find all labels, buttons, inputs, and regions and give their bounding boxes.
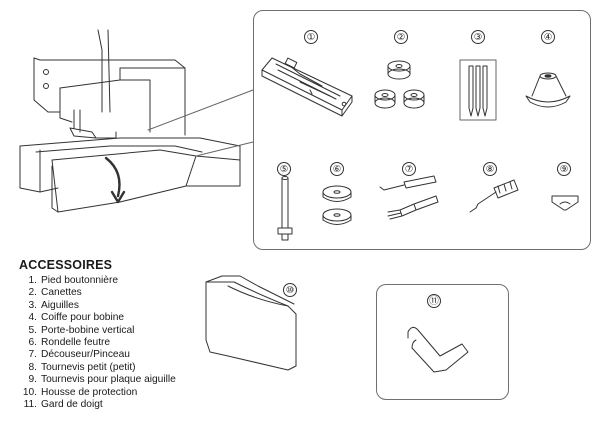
badge-5: ⑤ (277, 162, 291, 176)
list-item: 2.Canettes (19, 287, 176, 299)
spool-pin-drawing (277, 176, 293, 241)
list-item: 10. Housse de protection (19, 387, 176, 399)
spool-cap-drawing (525, 72, 571, 108)
badge-2: ② (394, 30, 408, 44)
list-item: 7.Découseur/Pinceau (19, 349, 176, 361)
item-label: Tournevis pour plaque aiguille (41, 374, 176, 386)
list-item: 4.Coiffe pour bobine (19, 312, 176, 324)
badge-9: ⑨ (557, 162, 571, 176)
item-label: Découseur/Pinceau (41, 349, 130, 361)
item-label: Aiguilles (41, 299, 79, 311)
finger-guard-drawing (407, 326, 469, 373)
list-item: 9.Tournevis pour plaque aiguille (19, 374, 176, 386)
list-item: 5.Porte-bobine vertical (19, 325, 176, 337)
item-label: Pied boutonnière (41, 275, 119, 286)
buttonhole-foot-drawing (261, 57, 353, 117)
felt-washers-drawing (322, 185, 352, 225)
item-label: Gard de doigt (41, 399, 103, 411)
sewing-machine-drawing (19, 29, 254, 213)
badge-7: ⑦ (402, 162, 416, 176)
dust-cover-drawing (205, 275, 297, 371)
needles-drawing (459, 59, 497, 121)
bobbins-drawing (374, 60, 425, 109)
item-label: Porte-bobine vertical (41, 324, 135, 336)
item-number: 2. (28, 287, 38, 299)
list-item: 1.Pied boutonnière (19, 275, 176, 287)
item-number: 9. (28, 374, 38, 386)
item-label: Rondelle feutre (41, 337, 111, 349)
accessories-list: 1.Pied boutonnière 2.Canettes 3.Aiguille… (19, 275, 176, 411)
item-number: 3. (28, 299, 38, 311)
small-screwdriver-drawing (469, 179, 519, 213)
seam-ripper-brush-drawing (379, 175, 439, 220)
item-number: 7. (28, 349, 38, 361)
section-title: ACCESSOIRES (19, 258, 113, 272)
item-number: 11. (23, 399, 37, 411)
badge-3: ③ (471, 30, 485, 44)
list-item: 6.Rondelle feutre (19, 337, 176, 349)
list-item: 11. Gard de doigt (19, 399, 176, 411)
item-label: Canettes (41, 287, 82, 299)
item-number: 4. (28, 312, 38, 324)
list-item: 8.Tournevis petit (petit) (19, 362, 176, 374)
badge-1: ① (304, 30, 318, 44)
item-number: 8. (28, 361, 38, 373)
item-number: 1. (28, 275, 38, 286)
badge-6: ⑥ (330, 162, 344, 176)
accessories-panel-frame (253, 10, 591, 250)
badge-4: ④ (541, 30, 555, 44)
badge-11: ⑪ (427, 294, 441, 308)
badge-10: ⑩ (283, 283, 297, 297)
needle-plate-screwdriver-drawing (551, 195, 579, 211)
item-label: Tournevis petit (petit) (41, 361, 136, 373)
list-item: 3.Aiguilles (19, 300, 176, 312)
item-label: Coiffe pour bobine (41, 312, 125, 324)
finger-guard-frame (376, 284, 509, 400)
item-number: 5. (28, 324, 38, 336)
badge-8: ⑧ (483, 162, 497, 176)
item-label: Housse de protection (41, 386, 138, 398)
item-number: 6. (28, 337, 38, 349)
item-number: 10. (22, 386, 37, 398)
